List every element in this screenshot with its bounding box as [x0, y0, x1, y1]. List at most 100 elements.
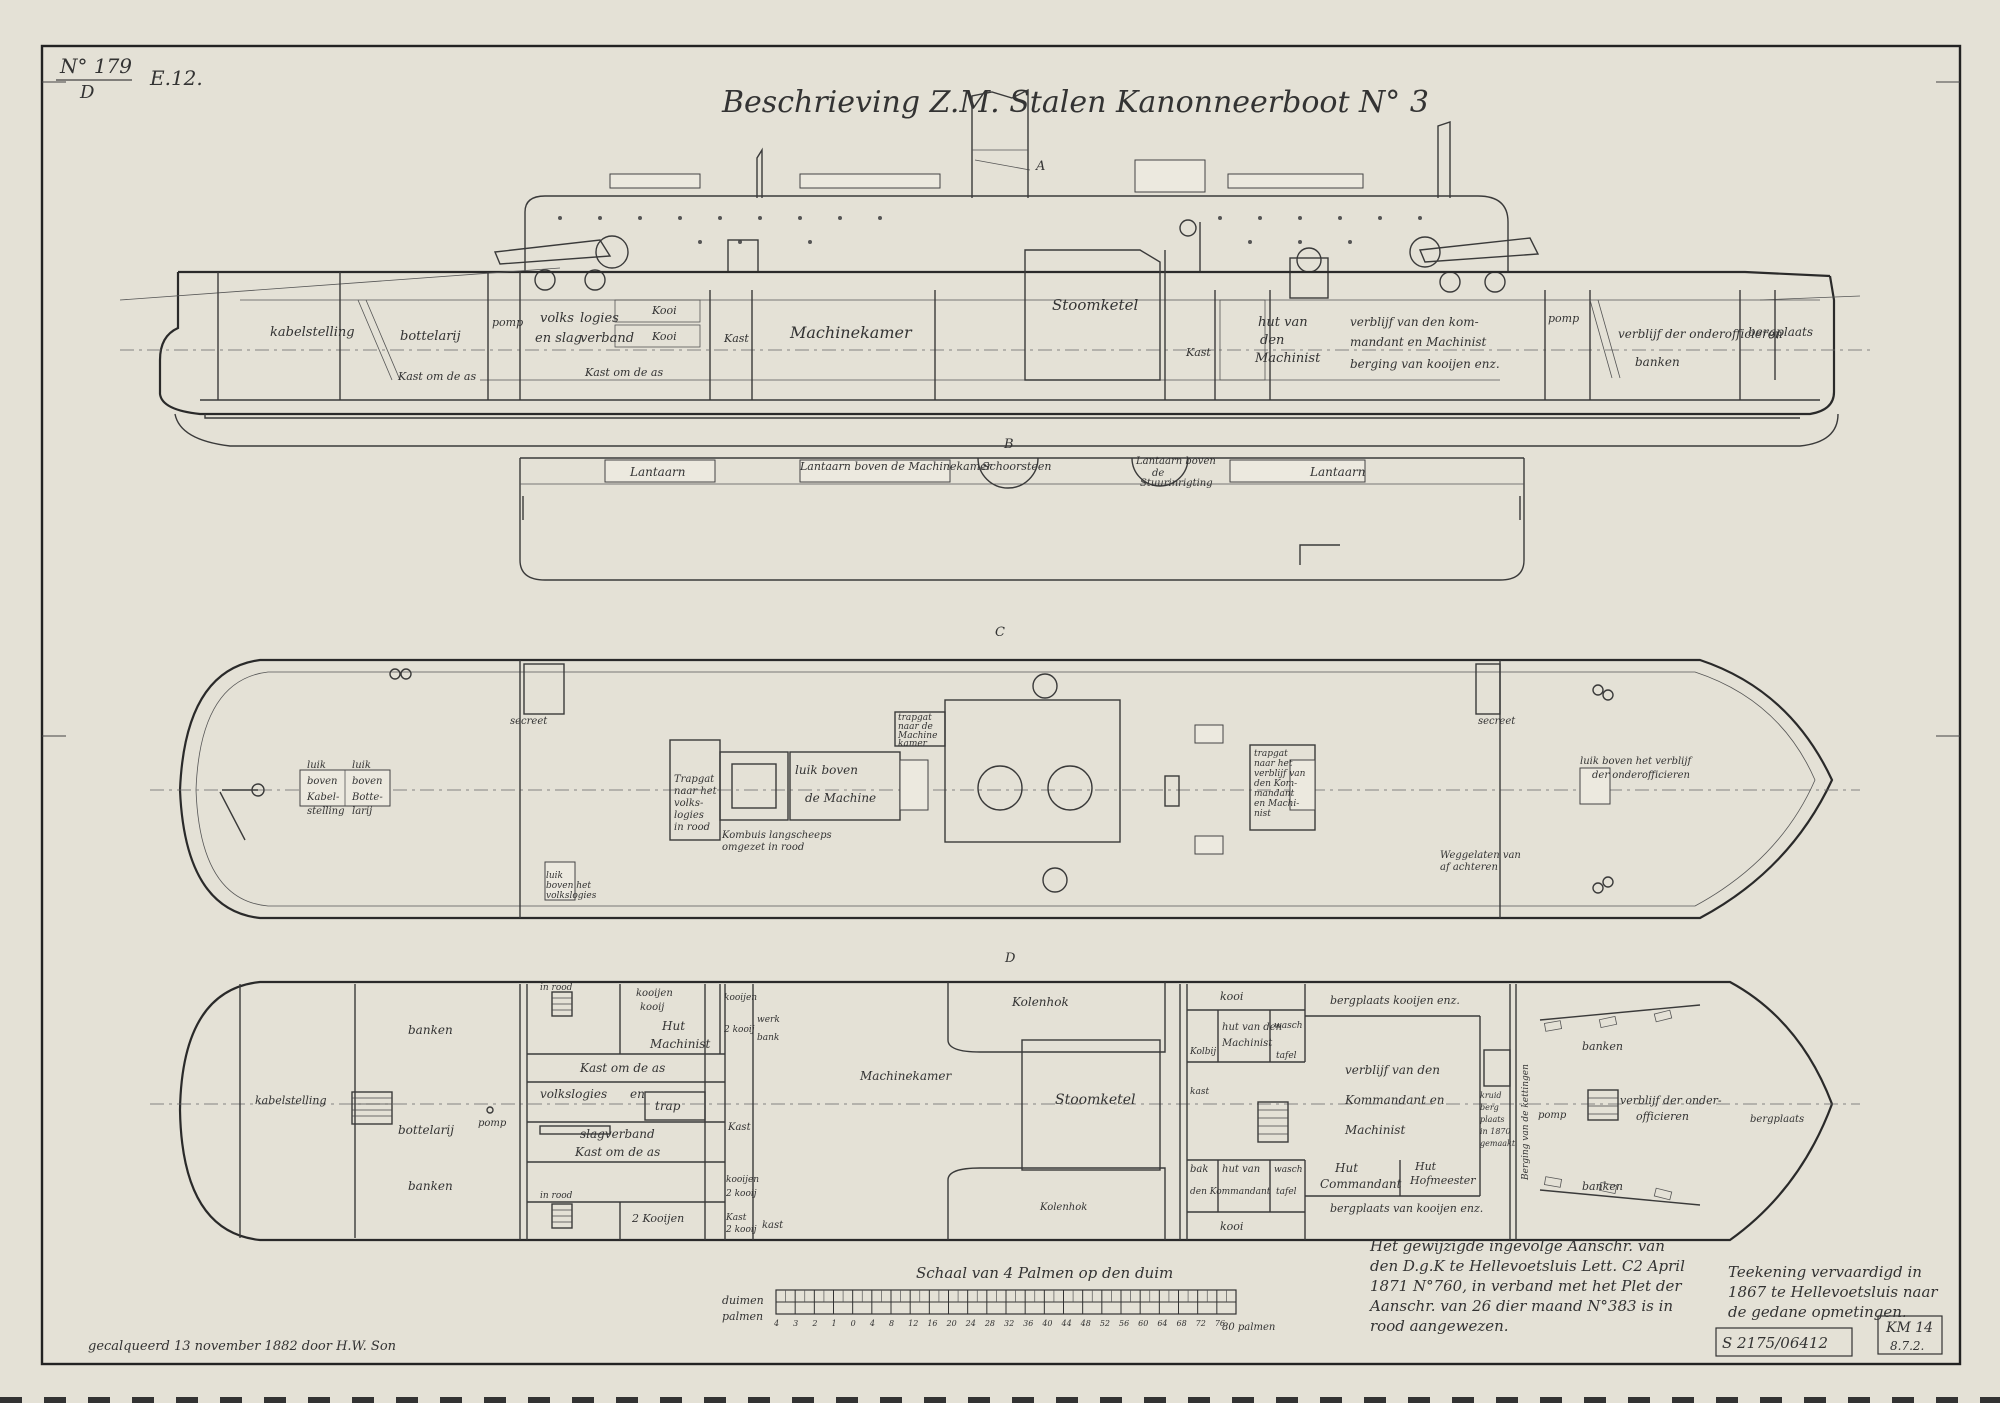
- label-bergplaats: berging van kooijen enz.: [1350, 357, 1500, 371]
- label-trapgat-k: verblijf van: [1254, 769, 1306, 779]
- label-kolenhok: Kolenhok: [1011, 995, 1069, 1009]
- steering-gear: [1179, 219, 1329, 299]
- label-kruid: gemaakt: [1480, 1139, 1516, 1148]
- rudder-post: [251, 783, 265, 797]
- label-luik-volks: boven het: [546, 881, 591, 891]
- hull-outline: [158, 272, 1836, 416]
- funnel-base: [977, 765, 1023, 811]
- ventilator-head: [1194, 835, 1224, 855]
- label-in-rood: in rood: [540, 1191, 573, 1201]
- label-secreet: secreet: [1478, 716, 1516, 727]
- head-compartment: [523, 663, 565, 715]
- label-kooij: kooij: [640, 1002, 664, 1013]
- label-secreet: secreet: [510, 716, 548, 727]
- km-stamp-sub: 8.7.2.: [1890, 1339, 1924, 1353]
- scale-tick-label: 32: [1004, 1319, 1014, 1328]
- pump-symbol: [486, 1106, 494, 1114]
- label-kolbij: Kolbij: [1189, 1047, 1216, 1057]
- km-stamp-box: [1877, 1315, 1943, 1355]
- scale-tick-label: 4: [869, 1319, 875, 1328]
- label-verblijf: verblijf van den: [1345, 1063, 1440, 1077]
- deck-b-labels: Lantaarn Lantaarn boven de Machinekamer …: [629, 456, 1365, 489]
- label-kooi: Kooi: [651, 330, 677, 343]
- label-verband: verband: [580, 331, 634, 346]
- scale-tick-label: 16: [927, 1319, 937, 1328]
- label-hut-van: hut van: [1258, 315, 1308, 330]
- label-trapgat: volks-: [674, 798, 704, 809]
- skylight: [1227, 173, 1364, 189]
- label-luik-onder: der onderofficieren: [1592, 770, 1690, 781]
- label-kooij: 2 kooij: [723, 1025, 755, 1035]
- bench-slats: [1543, 1009, 1673, 1201]
- tiller-arm: [219, 789, 258, 841]
- scale-tick-label: 68: [1177, 1319, 1187, 1328]
- bulkheads: [217, 250, 1776, 400]
- scale-tick-label: 36: [1023, 1319, 1033, 1328]
- label-lantaarn: Lantaarn: [1309, 465, 1365, 479]
- label-kast: Kast: [1185, 346, 1211, 359]
- skylight: [799, 173, 941, 189]
- boiler: [1021, 1039, 1161, 1171]
- bunk: [614, 324, 701, 348]
- label-luik: luik: [352, 760, 371, 771]
- cabin-door: [1219, 299, 1266, 381]
- scale-bar: Schaal van 4 Palmen op den duim duimen p…: [722, 1264, 1275, 1333]
- ventilator: [1032, 673, 1058, 699]
- label-banken: banken: [408, 1023, 453, 1037]
- lantern-hatch: [604, 459, 716, 483]
- label-kast: Kast: [723, 332, 749, 345]
- hatch: [544, 861, 576, 901]
- sheet-title: Beschrieving Z.M. Stalen Kanonneerboot N…: [721, 85, 1429, 120]
- boiler-casing: [1024, 249, 1161, 381]
- label-trapgat-k: den Kom-: [1254, 779, 1297, 789]
- label-kabelstelling: kabelstelling: [255, 1094, 327, 1107]
- label-werk: bank: [757, 1033, 779, 1043]
- label-kooijen: kooijen: [724, 993, 757, 1003]
- scale-tick-label: 28: [984, 1319, 995, 1328]
- deck-b-hatch-mark: [1299, 544, 1340, 565]
- scale-tick-label: 24: [965, 1319, 976, 1328]
- main-deck-line: [178, 270, 1831, 278]
- scale-tick-label: 76: [1215, 1319, 1225, 1328]
- scale-tick-label: 1: [832, 1319, 837, 1328]
- head-compartment: [1475, 663, 1501, 715]
- label-verblijf: verblijf van den kom-: [1350, 315, 1479, 329]
- scale-tick-label: 2: [811, 1319, 817, 1328]
- leader-line: [974, 159, 1031, 171]
- skylight: [609, 173, 701, 189]
- label-machinekamer: Machinekamer: [859, 1069, 952, 1083]
- label-bergplaats: bergplaats: [1748, 325, 1813, 339]
- label-luik-volks: volkslogies: [546, 891, 597, 901]
- label-bergplaats: bergplaats van kooijen enz.: [1330, 1202, 1483, 1215]
- vent-pipe: [756, 147, 763, 198]
- label-hut: Hut: [661, 1019, 685, 1033]
- label-boven: boven: [307, 776, 337, 787]
- aft-compartments: [527, 984, 725, 1240]
- boiler-hatch: [944, 699, 1121, 843]
- label-luik: luik: [307, 760, 326, 771]
- label-en-slag: en slag: [535, 331, 582, 346]
- lantern-hatch: [1229, 459, 1366, 483]
- label-trapgat-k: nist: [1254, 809, 1271, 819]
- label-twee-kooijen: 2 Kooijen: [631, 1212, 684, 1225]
- scale-ticks: [775, 1290, 1237, 1314]
- label-kooi: Kooi: [651, 304, 677, 317]
- scale-row-duimen: duimen: [722, 1294, 764, 1307]
- fore-gun: [1409, 236, 1540, 293]
- label-bergplaats: bergplaats: [1750, 1114, 1804, 1125]
- label-botte: Botte-: [351, 792, 383, 803]
- steering-wheel: [1164, 775, 1180, 807]
- label-slagverband: slagverband: [580, 1127, 655, 1141]
- label-kast-om-de-as: Kast om de as: [574, 1145, 660, 1159]
- label-lantaarn-stuur: Stuurinrigting: [1140, 478, 1213, 489]
- label-pomp: pomp: [1538, 1110, 1567, 1121]
- deck-b-plan: B Lantaarn Lantaarn boven de Machinekame…: [519, 437, 1525, 581]
- bottom-ruler: [0, 1397, 2000, 1403]
- label-luik-machine: de Machine: [805, 791, 876, 805]
- label-kooijen: kooijen: [726, 1175, 759, 1185]
- label-kast-om-de-as: Kast om de as: [397, 370, 476, 383]
- ladder: [357, 299, 401, 381]
- label-wasch: wasch: [1274, 1165, 1303, 1175]
- lower-hull-outline: [174, 413, 1839, 447]
- label-trapgat-machine: kamer: [898, 739, 928, 749]
